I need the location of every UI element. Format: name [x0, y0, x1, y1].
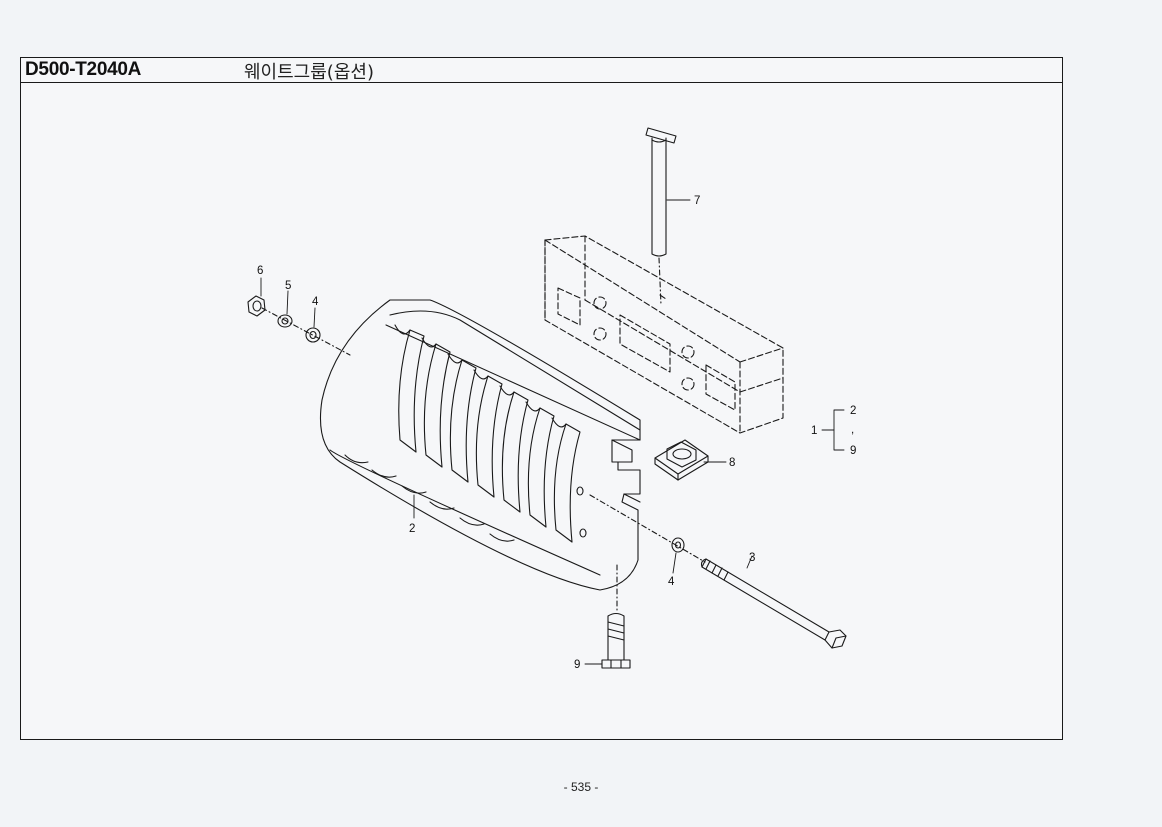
- nut-plate-part: [654, 439, 709, 481]
- callout-numbers: 7 6 5 4 2 1 2 , 9 8 3 4 9: [257, 195, 856, 671]
- callout-separator: ,: [851, 424, 854, 436]
- washer-flat-part: [305, 327, 321, 343]
- callout-8: 8: [729, 457, 735, 469]
- pin-part: [645, 127, 677, 306]
- counterweight-part: [319, 299, 641, 591]
- callout-1: 1: [811, 425, 817, 437]
- rear-bracket-part: [544, 235, 784, 434]
- callout-5: 5: [285, 280, 291, 292]
- callout-2-group: 2: [850, 405, 856, 417]
- leader-lines: [260, 199, 845, 665]
- vertical-bolt-part: [601, 612, 631, 669]
- drawing-frame: D500-T2040A 웨이트그룹(옵션): [20, 57, 1063, 740]
- washer-right-part: [671, 537, 685, 553]
- page-number: - 535 -: [563, 780, 599, 794]
- callout-3: 3: [749, 552, 755, 564]
- callout-2-weight: 2: [409, 523, 415, 535]
- callout-7: 7: [694, 195, 700, 207]
- document-code: D500-T2040A: [25, 59, 142, 80]
- callout-6: 6: [257, 265, 263, 277]
- title-bar: D500-T2040A 웨이트그룹(옵션): [21, 58, 1062, 83]
- washer-spring-part: [277, 314, 293, 328]
- long-bolt-part: [700, 558, 847, 649]
- callout-9-group: 9: [850, 445, 856, 457]
- callout-4-right: 4: [668, 576, 675, 588]
- callout-4-left: 4: [312, 296, 319, 308]
- document-title: 웨이트그룹(옵션): [244, 62, 374, 83]
- callout-9-bolt: 9: [574, 659, 580, 671]
- nut-part: [247, 295, 266, 317]
